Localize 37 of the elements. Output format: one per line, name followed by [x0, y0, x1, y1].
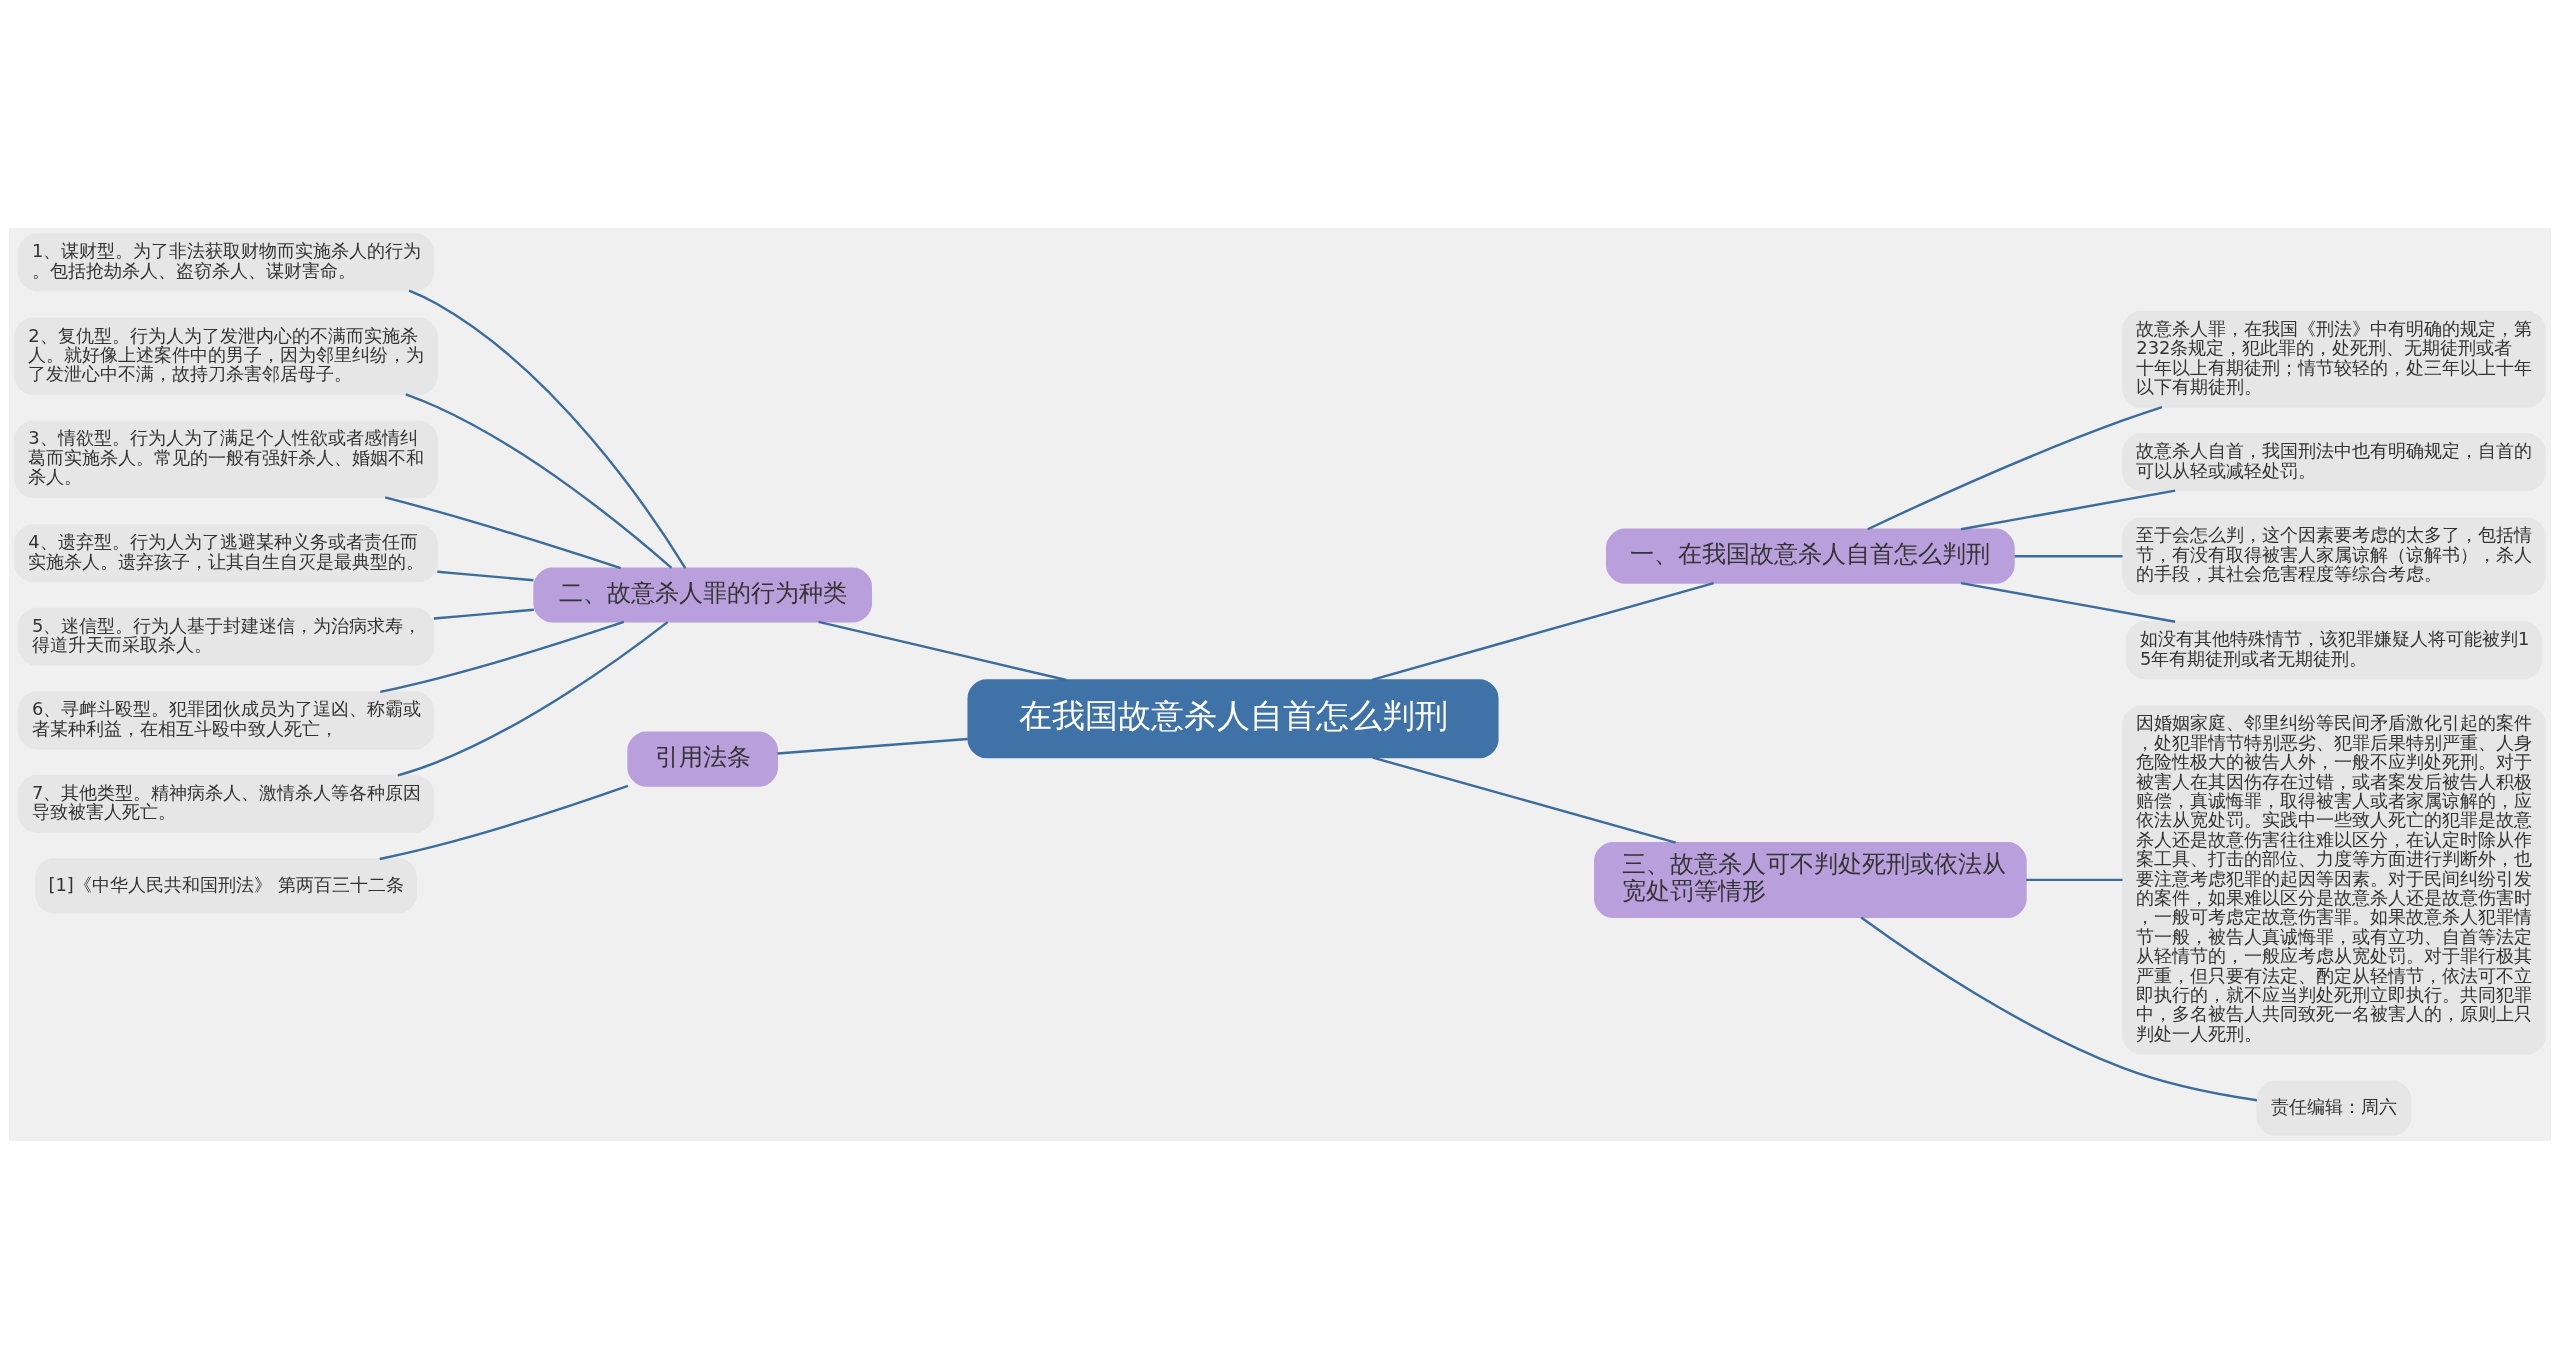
node-box: 4、遗弃型。行为人为了逃避某种义务或者责任而实施杀人。遗弃孩子，让其自生自灭是最典型的。 [14, 524, 438, 583]
node-box: 在我国故意杀人自首怎么判刑 [967, 679, 1499, 759]
node-box: 3、情欲型。行为人为了满足个人性欲或者感情纠葛而实施杀人。常见的一般有强奸杀人、婚姻不和杀人。 [14, 420, 438, 499]
node-box: 6、寻衅斗殴型。犯罪团伙成员为了逞凶、称霸或者某种利益，在相互斗殴中致人死亡， [17, 691, 435, 750]
connector [1372, 756, 1677, 844]
node-box: 二、故意杀人罪的行为种类 [533, 567, 872, 623]
node-box: 2、复仇型。行为人为了发泄内心的不满而实施杀人。就好像上述案件中的男子，因为邻里纠纷，为了发泄心中不满，故持刀杀害邻居母子。 [14, 317, 438, 396]
connector [1960, 581, 2176, 623]
connector [397, 621, 669, 777]
connector [1371, 582, 1715, 681]
node-box: 7、其他类型。精神病杀人、激情杀人等各种原因导致被害人死亡。 [17, 774, 435, 833]
node-box: 引用法条 [627, 731, 778, 787]
node-box: 责任编辑：周六 [2256, 1080, 2412, 1136]
node-box: 三、故意杀人可不判处死刑或依法从宽处罚等情形 [1594, 841, 2027, 918]
connector [2026, 878, 2123, 882]
connector [405, 393, 673, 569]
node-box: 故意杀人罪，在我国《刑法》中有明确的规定，第232条规定，犯此罪的，处死刑、无期徒刑或者十年以上有期徒刑；情节较轻的，处三年以上十年以下有期徒刑。 [2122, 310, 2546, 408]
node-box: 5、迷信型。行为人基于封建迷信，为治病求寿，得道升天而采取杀人。 [17, 607, 435, 666]
connector [1960, 489, 2176, 531]
connector [2014, 555, 2123, 558]
connector [433, 608, 534, 620]
connector [379, 620, 625, 694]
node-box: [1]《中华人民共和国刑法》 第两百三十二条 [35, 858, 417, 914]
connector [437, 570, 534, 582]
connector [408, 289, 687, 569]
connector [384, 496, 622, 570]
node-box: 1、谋财型。为了非法获取财物而实施杀人的行为。包括抢劫杀人、盗窃杀人、谋财害命。 [17, 233, 435, 292]
node-box: 因婚姻家庭、邻里纠纷等民间矛盾激化引起的案件，处犯罪情节特别恶劣、犯罪后果特别严重、人身危险性极大的被告人外，一般不应判处死刑。对于被害人在其因伤存在过错，或者案发后被告人积极赔偿，真诚悔罪，取得被害人或者家属谅解的，应依法从宽处罚。实践中一些致人死亡的犯罪是故意杀人还是故意伤害往往难以区分，在认定时除从作案工具、打击的部位、力度等方面进行判断外，也要注意考虑犯罪的起因等因素。对于民间纠纷引发的案件，如果难以区分是故意杀人还是故意伤害时，一般可考虑定故意伤害罪。如果故意杀人犯罪情节一般，被告人真诚悔罪，或有立功、自首等法定从轻情节的，一般应考虑从宽处罚。对于罪行极其严重，但只要有法定、酌定从轻情节，依法可不立即执行的，就不应当判处死刑立即执行。共同犯罪中，多名被告人共同致死一名被害人的，原则上只判处一人死刑。 [2122, 705, 2546, 1055]
connector [818, 620, 1067, 682]
node-box: 至于会怎么判，这个因素要考虑的太多了，包括情节，有没有取得被害人家属谅解（谅解书），杀人的手段，其社会危害程度等综合考虑。 [2122, 517, 2546, 595]
connector [1860, 916, 2258, 1102]
connector [1867, 405, 2163, 531]
connector [379, 784, 629, 861]
connector [777, 737, 968, 755]
node-box: 如没有其他特殊情节，该犯罪嫌疑人将可能被判15年有期徒刑或者无期徒刑。 [2125, 621, 2543, 680]
node-box: 一、在我国故意杀人自首怎么判刑 [1605, 528, 2015, 584]
node-box: 故意杀人自首，我国刑法中也有明确规定，自首的可以从轻或减轻处罚。 [2122, 433, 2546, 492]
